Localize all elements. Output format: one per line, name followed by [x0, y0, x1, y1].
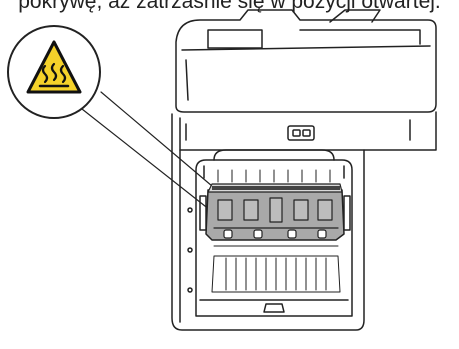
- vent-ribs: [218, 170, 330, 182]
- callout-leader-lines: [82, 92, 212, 210]
- scanner-unit: [176, 10, 436, 112]
- printer-rear-view-icon: [172, 10, 436, 330]
- back-cover-handle: [264, 304, 284, 312]
- hot-surface-warning-icon: [8, 26, 100, 118]
- paper-guides: [212, 246, 340, 292]
